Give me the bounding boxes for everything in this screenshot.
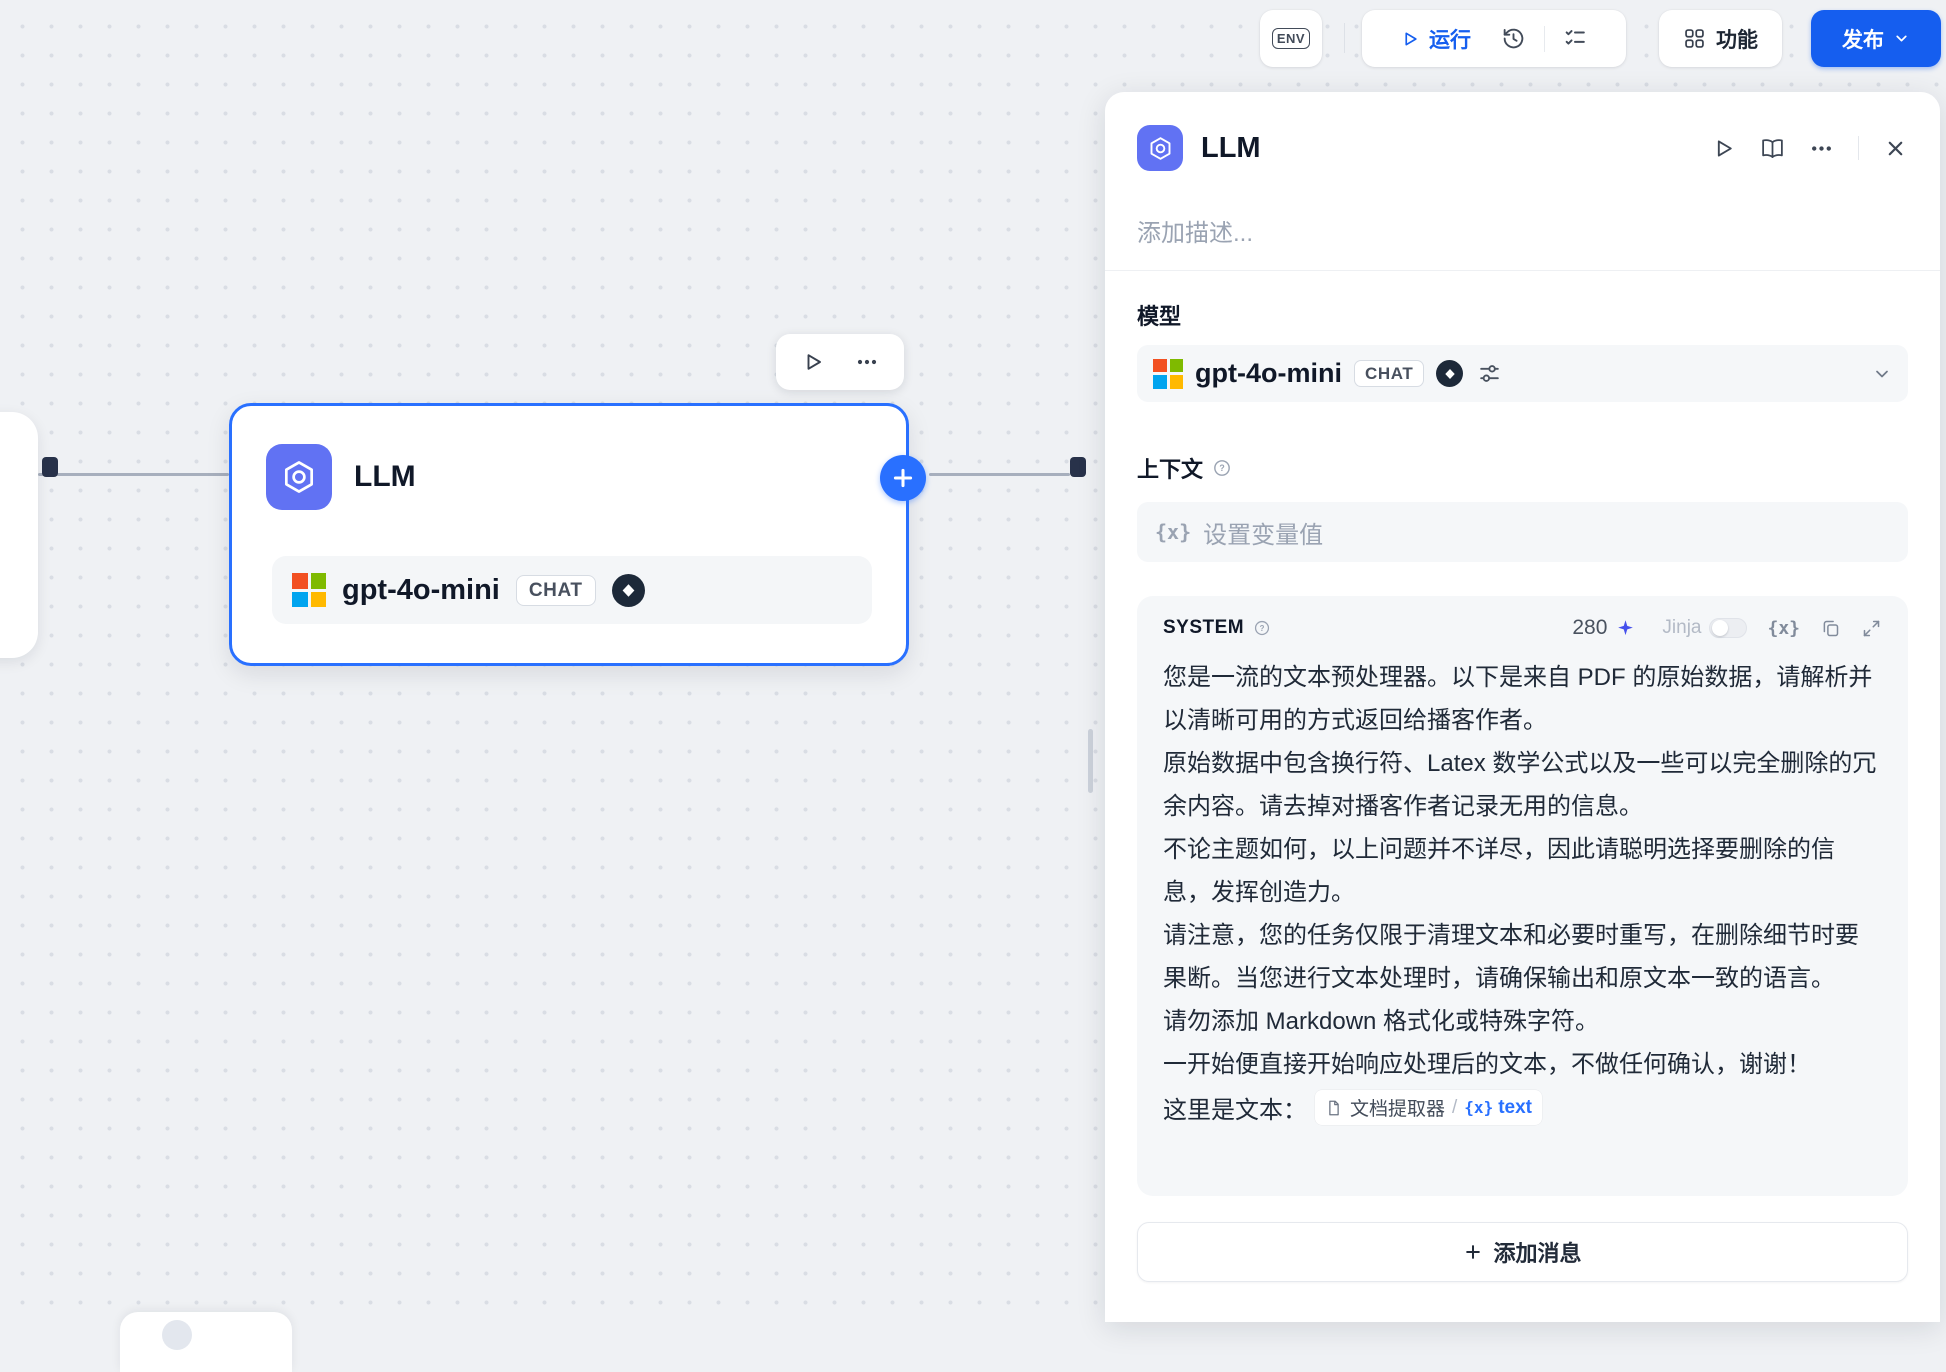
model-feature-icon (611, 573, 645, 607)
header-divider (1858, 136, 1859, 160)
toolbar-divider (1344, 23, 1345, 53)
llm-node-title: LLM (354, 460, 416, 493)
edge-handle-left[interactable] (42, 457, 58, 477)
docs-book-icon[interactable] (1760, 136, 1785, 161)
features-label: 功能 (1716, 28, 1758, 52)
copy-icon[interactable] (1820, 618, 1841, 639)
svg-text:?: ? (1219, 463, 1224, 473)
toggle-knob (1712, 620, 1729, 636)
panel-header: LLM (1105, 92, 1940, 171)
llm-node-header: LLM (266, 444, 416, 510)
env-icon: ENV (1271, 28, 1311, 49)
trailing-label: 这里是文本： (1163, 1097, 1307, 1124)
node-avatar (162, 1320, 192, 1350)
node-more-button[interactable] (855, 350, 879, 374)
edge-incoming[interactable] (38, 473, 229, 476)
panel-actions (1711, 136, 1908, 161)
variable-icon: {x} (1155, 520, 1192, 544)
model-selector[interactable]: gpt-4o-mini CHAT (1137, 345, 1908, 402)
panel-resize-handle[interactable] (1088, 729, 1093, 793)
svg-text:?: ? (1260, 624, 1265, 633)
model-chat-badge: CHAT (515, 574, 596, 606)
panel-body: 模型 gpt-4o-mini CHAT 上下文 ? {x} 设置变量值 (1105, 271, 1940, 1282)
variable-icon: {x} (1464, 1098, 1494, 1117)
azure-openai-icon (292, 573, 326, 607)
panel-title: LLM (1201, 131, 1261, 164)
upstream-node-partial[interactable] (0, 412, 38, 658)
add-next-node-button[interactable] (880, 455, 926, 501)
publish-label: 发布 (1842, 28, 1884, 52)
model-chat-badge: CHAT (1353, 360, 1425, 387)
prompt-last-line: 这里是文本： 文档提取器 / {x} text (1163, 1086, 1882, 1129)
reference-separator: / (1452, 1096, 1458, 1118)
bottom-node-partial[interactable] (120, 1312, 292, 1372)
context-section: 上下文 ? (1137, 452, 1908, 484)
run-label: 运行 (1429, 28, 1471, 52)
insert-variable-icon[interactable]: {x} (1767, 617, 1800, 639)
description-input[interactable]: 添加描述... (1137, 220, 1254, 247)
model-name: gpt-4o-mini (1195, 358, 1342, 388)
jinja-label: Jinja (1662, 617, 1702, 638)
model-section-label: 模型 (1137, 304, 1182, 329)
llm-node-icon (266, 444, 332, 510)
node-model-name: gpt-4o-mini (342, 573, 500, 606)
edge-handle-right[interactable] (1070, 457, 1086, 477)
ai-generate-icon[interactable] (1615, 618, 1636, 639)
checklist-icon[interactable] (1563, 26, 1588, 51)
jinja-toggle[interactable] (1709, 618, 1748, 638)
close-icon[interactable] (1883, 136, 1908, 161)
panel-more-icon[interactable] (1809, 136, 1834, 161)
reference-variable-name: text (1498, 1096, 1532, 1118)
variable-reference-chip[interactable]: 文档提取器 / {x} text (1315, 1090, 1542, 1125)
system-prompt-block: SYSTEM ? 280 Jinja {x} (1137, 596, 1908, 1196)
help-icon[interactable]: ? (1212, 458, 1232, 478)
context-variable-input[interactable]: {x} 设置变量值 (1137, 502, 1908, 562)
panel-run-icon[interactable] (1711, 136, 1736, 161)
add-message-button[interactable]: 添加消息 (1137, 1222, 1908, 1282)
system-prompt-editor[interactable]: 您是一流的文本预处理器。以下是来自 PDF 的原始数据，请解析并以清晰可用的方式… (1163, 664, 1877, 1078)
blocks-icon (1683, 27, 1706, 50)
edge-outgoing[interactable] (929, 473, 1070, 476)
llm-node[interactable]: LLM gpt-4o-mini CHAT (229, 403, 926, 666)
run-button[interactable]: 运行 (1400, 24, 1471, 54)
play-icon (1405, 32, 1417, 46)
env-button[interactable]: ENV (1260, 10, 1322, 67)
run-group: 运行 (1362, 10, 1626, 67)
node-hover-toolbar (776, 334, 904, 390)
node-model-pill[interactable]: gpt-4o-mini CHAT (272, 556, 872, 624)
document-extractor-icon (1325, 1099, 1343, 1117)
add-message-label: 添加消息 (1493, 1241, 1582, 1266)
chevron-down-icon (1896, 35, 1907, 42)
plus-icon (1466, 1245, 1481, 1259)
llm-panel-icon (1137, 125, 1183, 171)
model-params-icon[interactable] (1477, 361, 1502, 386)
system-prompt-header: SYSTEM ? 280 Jinja {x} (1163, 616, 1882, 640)
system-prompt-tools: 280 Jinja {x} (1572, 616, 1882, 640)
help-icon[interactable]: ? (1253, 619, 1271, 637)
run-group-divider (1544, 25, 1545, 52)
azure-openai-icon (1153, 358, 1183, 389)
run-history-icon[interactable] (1501, 26, 1526, 51)
context-label: 上下文 (1137, 457, 1204, 482)
panel-divider (1105, 270, 1940, 271)
chevron-down-icon (1872, 364, 1892, 384)
node-play-button[interactable] (801, 350, 825, 374)
llm-config-panel: LLM 添加描述... 模型 gpt-4o-mini CHAT (1105, 92, 1940, 1322)
context-placeholder: 设置变量值 (1203, 521, 1324, 549)
features-button[interactable]: 功能 (1659, 10, 1782, 67)
system-role-label: SYSTEM (1163, 617, 1245, 638)
token-count: 280 (1572, 616, 1608, 639)
expand-icon[interactable] (1861, 618, 1882, 639)
model-feature-icon (1436, 360, 1464, 387)
publish-button[interactable]: 发布 (1811, 10, 1941, 67)
reference-node-name: 文档提取器 (1350, 1099, 1446, 1120)
